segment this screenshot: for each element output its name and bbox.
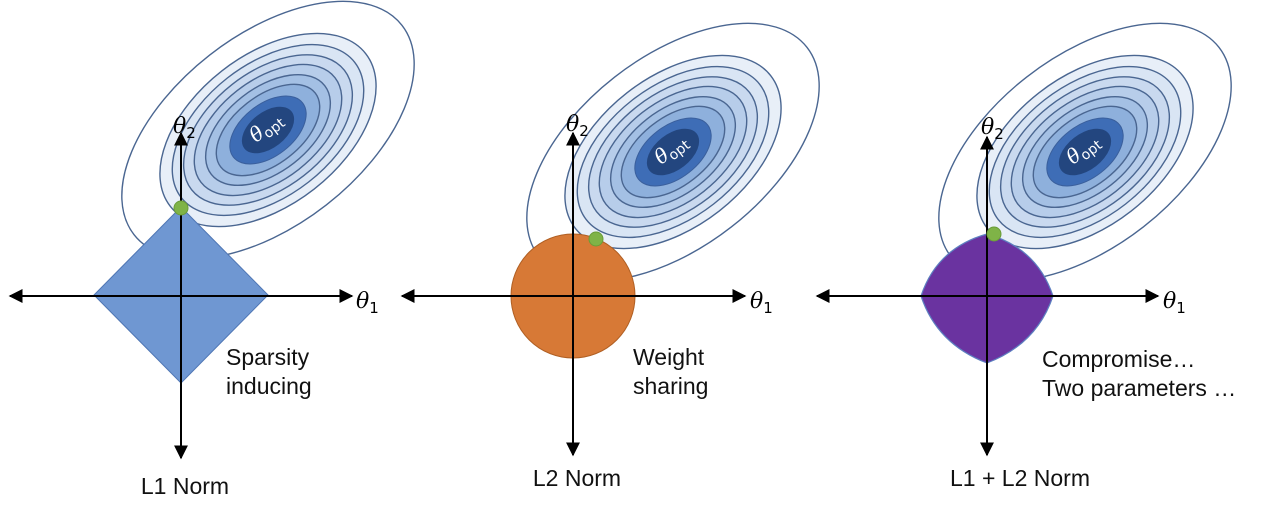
touch-point bbox=[588, 231, 604, 247]
note-line-1: Sparsity bbox=[226, 344, 310, 370]
y-axis-label: θ2 bbox=[981, 115, 1004, 143]
touch-point bbox=[986, 226, 1002, 242]
touch-point bbox=[173, 200, 189, 216]
contour-core bbox=[241, 106, 295, 154]
x-axis-label: θ1 bbox=[750, 289, 773, 317]
panel-l1: θopt θ1 θ2 Sparsity inducing L1 Norm bbox=[8, 0, 415, 499]
panel-l2: θopt θ1 θ2 Weight sharing L2 Norm bbox=[400, 22, 820, 491]
y-axis-label: θ2 bbox=[173, 114, 196, 142]
note-line-2: sharing bbox=[633, 373, 708, 399]
panel-caption: L1 + L2 Norm bbox=[950, 465, 1090, 491]
x-axis-label: θ1 bbox=[1163, 289, 1186, 317]
y-axis-label: θ2 bbox=[566, 112, 589, 140]
contour-core bbox=[646, 128, 700, 176]
contour-ellipses bbox=[526, 22, 820, 282]
contour-ellipses bbox=[938, 22, 1232, 282]
note-line-1: Weight bbox=[633, 344, 705, 370]
contour-ellipses bbox=[121, 0, 415, 260]
note-line-1: Compromise… bbox=[1042, 346, 1195, 372]
panel-l1l2: θopt θ1 θ2 Compromise… Two parameters … … bbox=[815, 22, 1236, 491]
panel-caption: L2 Norm bbox=[533, 465, 621, 491]
note-line-2: Two parameters … bbox=[1042, 375, 1236, 401]
note-line-2: inducing bbox=[226, 373, 312, 399]
x-axis-label: θ1 bbox=[356, 289, 379, 317]
panel-caption: L1 Norm bbox=[141, 473, 229, 499]
contour-core bbox=[1058, 128, 1112, 176]
